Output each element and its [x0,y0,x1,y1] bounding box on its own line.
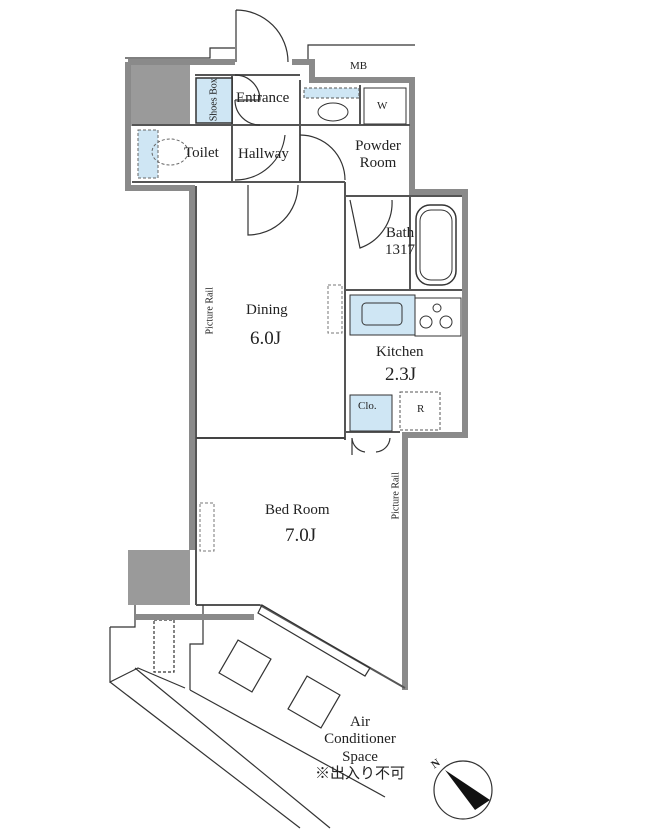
washer-space [363,87,407,125]
toilet-tank [137,129,159,179]
kitchen-size: 2.3J [385,364,417,385]
picture-rail-label: Picture Rail [204,287,216,335]
ac-note: ※出入り不可 [314,765,405,782]
corridor-line [125,47,235,59]
powder-room-line1: Powder [355,138,401,154]
bedroom-size: 7.0J [285,525,317,546]
powder-room-label: Powder Room [350,138,406,173]
bedroom-label: Bed Room [265,502,330,518]
closet-label: Clo. [358,400,377,412]
stove-burners [419,303,453,329]
powder-room-line2: Room [359,155,397,172]
toilet-bowl [151,138,189,166]
refrigerator-label: R [417,403,425,415]
sink [317,102,349,122]
stove [414,297,462,337]
dining-label: Dining [246,302,288,318]
washer-label: W [377,100,388,112]
toilet-label: Toilet [184,145,219,161]
bath-size: 1317 [385,242,415,259]
ac-line2: Conditioner [324,731,396,748]
compass-icon [433,760,493,820]
kitchen-counter [349,294,416,336]
shoes-box [195,77,233,124]
balcony [109,604,386,829]
door-swings [234,9,393,455]
structural-column [128,62,190,126]
balcony-wall [136,614,254,620]
corridor-line [307,44,415,62]
closet [349,394,393,432]
refrigerator-space [399,391,441,431]
hallway-label: Hallway [238,146,289,162]
kitchen-sink [361,302,403,326]
entrance-label: Entrance [236,90,290,106]
kitchen-label: Kitchen [376,344,424,360]
ac-line1: Air [350,714,370,730]
bath-name: Bath [385,225,415,241]
vanity-counter [303,87,360,99]
mb-label: MB [350,60,368,72]
ac-line3: Space [342,748,378,765]
structural-column [128,550,190,605]
exterior-wall [125,59,468,690]
ac-space-label: Air Conditioner Space ※出入り不可 [300,714,420,783]
dining-size: 6.0J [250,328,282,349]
bath-label: Bath 1317 [385,225,415,260]
bathtub-inner [419,209,453,281]
picture-rail-label-bedroom: Picture Rail [390,472,402,520]
bathtub [415,204,457,286]
shoes-box-label: Shoes Box [208,78,220,122]
